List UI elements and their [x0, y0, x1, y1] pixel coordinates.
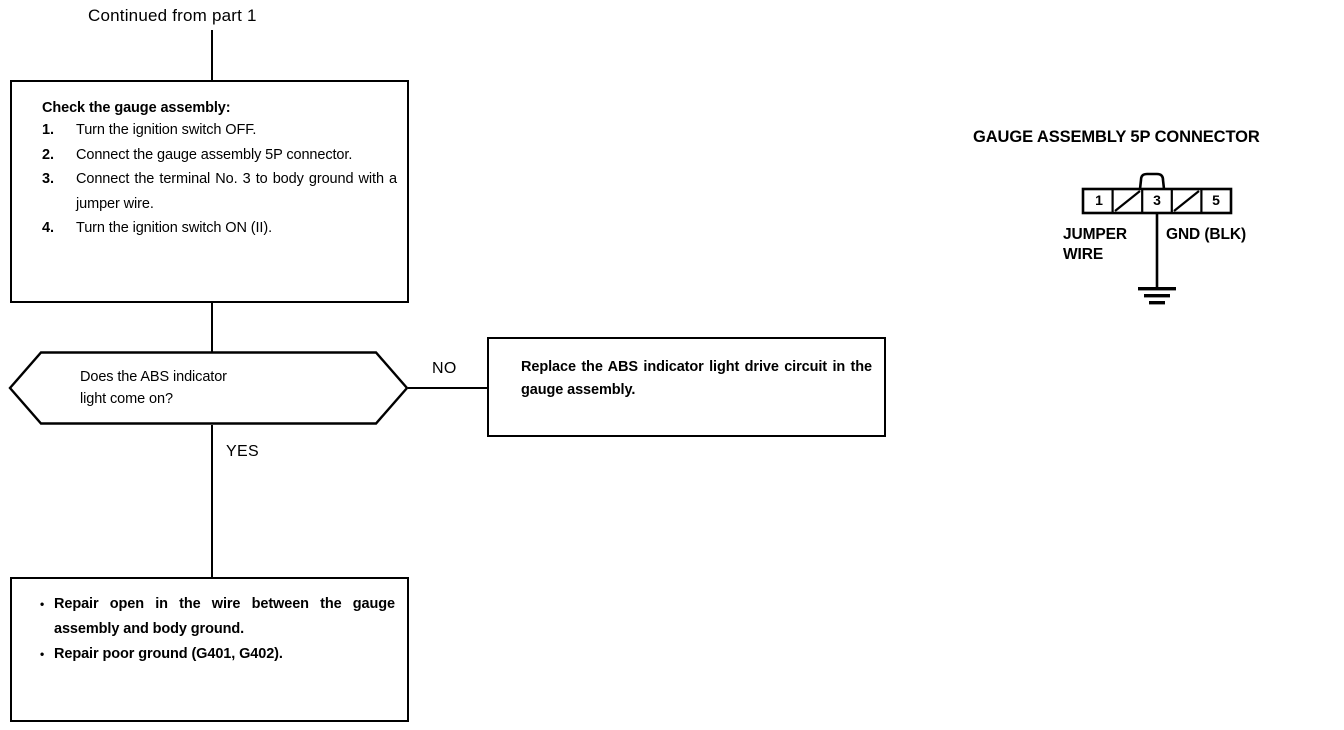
step-number: 2.	[42, 146, 54, 163]
bullet-dot-icon: •	[40, 597, 45, 611]
ground-symbol-icon	[1138, 287, 1176, 305]
step-number: 4.	[42, 220, 54, 236]
flow-line-no-branch	[408, 387, 488, 389]
flow-line-yes-branch	[211, 425, 213, 577]
connector-lock-tab-icon	[1138, 172, 1166, 190]
instruction-content: Check the gauge assembly: 1. Turn the ig…	[42, 100, 397, 241]
instruction-step: 2. Connect the gauge assembly 5P connect…	[42, 143, 397, 168]
instruction-step-list: 1. Turn the ignition switch OFF. 2. Conn…	[42, 118, 397, 241]
repair-bullet-item: • Repair poor ground (G401, G402).	[40, 642, 395, 667]
bullet-dot-icon: •	[40, 647, 45, 661]
continued-from-part-caption: Continued from part 1	[88, 6, 257, 25]
step-number: 1.	[42, 122, 54, 138]
yes-result-box: • Repair open in the wire between the ga…	[10, 577, 409, 722]
flow-line-caption-to-instruction	[211, 30, 213, 80]
decision-question-text: Does the ABS indicator light come on?	[80, 369, 227, 407]
decision-hexagon: Does the ABS indicator light come on?	[8, 351, 409, 425]
no-result-box: Replace the ABS indicator light drive ci…	[487, 337, 886, 437]
connector-illustration	[1081, 172, 1233, 305]
step-text: Connect the gauge assembly 5P connector.	[76, 146, 353, 163]
instruction-step: 3. Connect the terminal No. 3 to body gr…	[42, 167, 397, 216]
step-text: Turn the ignition switch OFF.	[76, 122, 257, 138]
instruction-step: 1. Turn the ignition switch OFF.	[42, 118, 397, 143]
unused-terminal-slash-2	[1114, 190, 1141, 212]
connector-diagram-title: GAUGE ASSEMBLY 5P CONNECTOR	[973, 128, 1260, 146]
instruction-box: Check the gauge assembly: 1. Turn the ig…	[10, 80, 409, 303]
ground-wire-label: GND (BLK)	[1166, 226, 1247, 243]
repair-bullet-item: • Repair open in the wire between the ga…	[40, 592, 395, 642]
repair-bullet-text: Repair poor ground (G401, G402).	[54, 646, 283, 662]
branch-label-yes: YES	[226, 443, 259, 460]
terminal-number-5: 5	[1212, 192, 1220, 208]
step-number: 3.	[42, 171, 54, 187]
instruction-heading: Check the gauge assembly:	[42, 100, 231, 116]
decision-hexagon-shape	[8, 351, 409, 425]
step-text: Turn the ignition switch ON (II).	[76, 220, 273, 236]
unused-terminal-slash-4	[1173, 190, 1200, 212]
connector-body	[1081, 187, 1233, 215]
repair-bullet-text: Repair open in the wire between the gaug…	[54, 596, 395, 637]
terminal-number-1: 1	[1095, 192, 1103, 208]
branch-label-no: NO	[432, 360, 457, 377]
step-text: Connect the terminal No. 3 to body groun…	[76, 171, 397, 212]
instruction-step: 4. Turn the ignition switch ON (II).	[42, 216, 397, 241]
jumper-wire-label: JUMPER WIRE	[1063, 226, 1127, 263]
connector-graphic: 1 3 5	[1060, 168, 1250, 313]
flow-line-instruction-to-decision	[211, 303, 213, 353]
repair-bullet-list: • Repair open in the wire between the ga…	[40, 592, 395, 667]
no-result-text: Replace the ABS indicator light drive ci…	[521, 359, 872, 398]
terminal-number-3: 3	[1153, 192, 1161, 208]
